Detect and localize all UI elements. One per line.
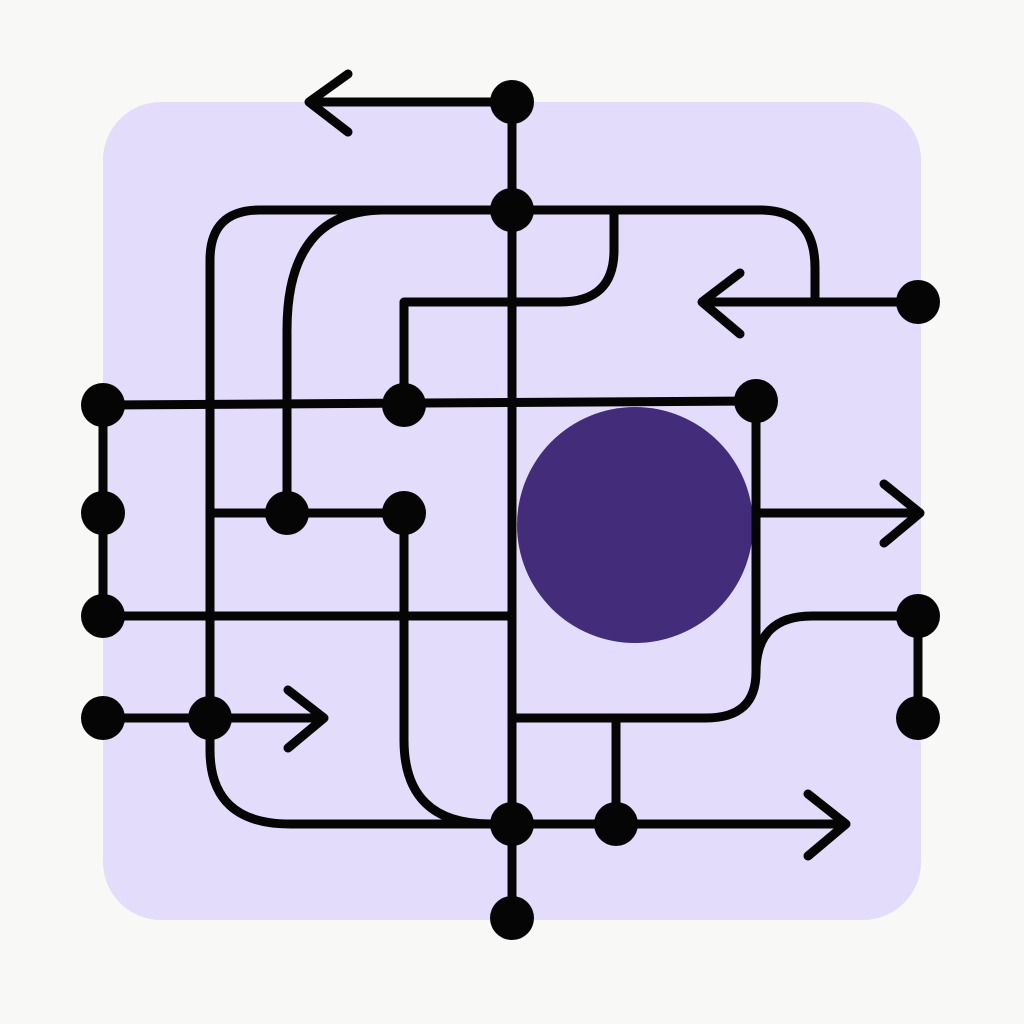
arrow-middle-right [879, 479, 925, 548]
node-dot [81, 696, 125, 740]
wire-right-curve [751, 611, 923, 723]
arrows [283, 69, 925, 861]
node-dot [594, 802, 638, 846]
node-dot [265, 491, 309, 535]
node-dot [81, 383, 125, 427]
wire-lower-curve [205, 713, 517, 829]
node-dot [490, 80, 534, 124]
node-dot [490, 896, 534, 940]
node-dot [734, 379, 778, 423]
arrow-top-left [304, 69, 353, 137]
node-dot [81, 491, 125, 535]
node-dot [896, 696, 940, 740]
wire-bracket [399, 205, 619, 410]
wire-top-loop-outer [205, 205, 820, 723]
node-dot [382, 383, 426, 427]
wire-row-405 [98, 396, 761, 410]
node-dot [81, 594, 125, 638]
central-circle [517, 407, 753, 643]
node-dot [188, 696, 232, 740]
connection-lines [98, 97, 923, 923]
arrow-lower-left [283, 685, 329, 753]
arrow-bottom-right [803, 789, 851, 861]
node-dot [490, 802, 534, 846]
wire-inner-curve [282, 205, 517, 518]
arrow-upper-right [697, 268, 745, 339]
nodes [81, 80, 940, 940]
node-dot [896, 280, 940, 324]
node-dot [490, 188, 534, 232]
node-dot [896, 594, 940, 638]
node-dot [382, 491, 426, 535]
